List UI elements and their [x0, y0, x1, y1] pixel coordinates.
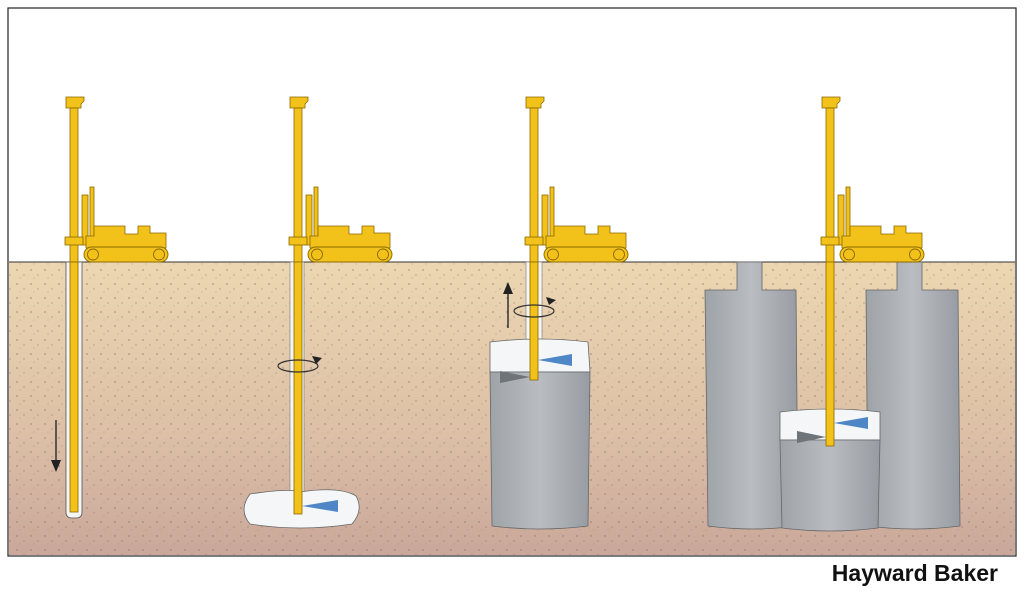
rotation-icon	[513, 297, 556, 318]
arrow-down-icon	[51, 420, 61, 472]
grout-column	[704, 261, 799, 530]
grout-cavity	[489, 338, 591, 373]
nozzle-jet-icon	[538, 354, 572, 366]
rotation-icon	[277, 356, 322, 373]
brand-logo-text: Hayward Baker	[831, 560, 998, 586]
grout-column	[779, 439, 881, 532]
stage-jetting-start	[243, 96, 393, 529]
nozzle-jet-icon	[834, 417, 868, 429]
stage-adjacent-columns	[704, 96, 961, 532]
arrow-up-icon	[503, 282, 513, 328]
stage-drilling	[51, 96, 169, 519]
nozzle-jet-icon	[302, 500, 338, 512]
grout-column	[489, 371, 591, 530]
drill-rod	[69, 261, 79, 513]
stage-jetting-withdraw	[489, 96, 629, 530]
grout-column	[865, 261, 961, 530]
